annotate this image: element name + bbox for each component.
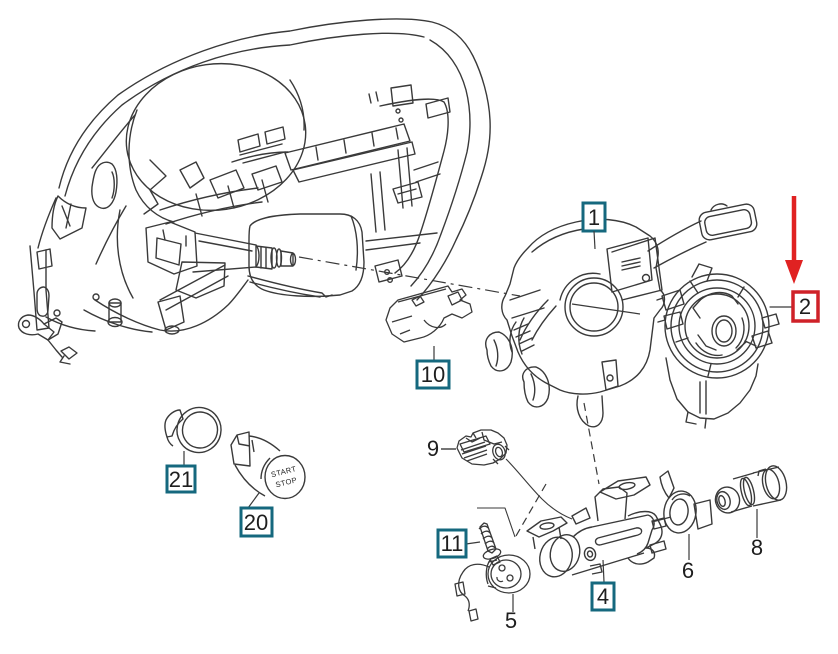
svg-text:20: 20 bbox=[244, 510, 268, 535]
svg-text:11: 11 bbox=[441, 531, 464, 556]
svg-text:1: 1 bbox=[588, 205, 600, 230]
svg-text:8: 8 bbox=[751, 535, 763, 560]
svg-text:6: 6 bbox=[682, 558, 694, 583]
svg-text:21: 21 bbox=[169, 467, 193, 492]
svg-text:10: 10 bbox=[421, 362, 445, 387]
svg-text:9: 9 bbox=[427, 436, 439, 461]
svg-text:5: 5 bbox=[505, 608, 517, 633]
svg-text:4: 4 bbox=[597, 584, 609, 609]
svg-text:2: 2 bbox=[799, 294, 811, 319]
